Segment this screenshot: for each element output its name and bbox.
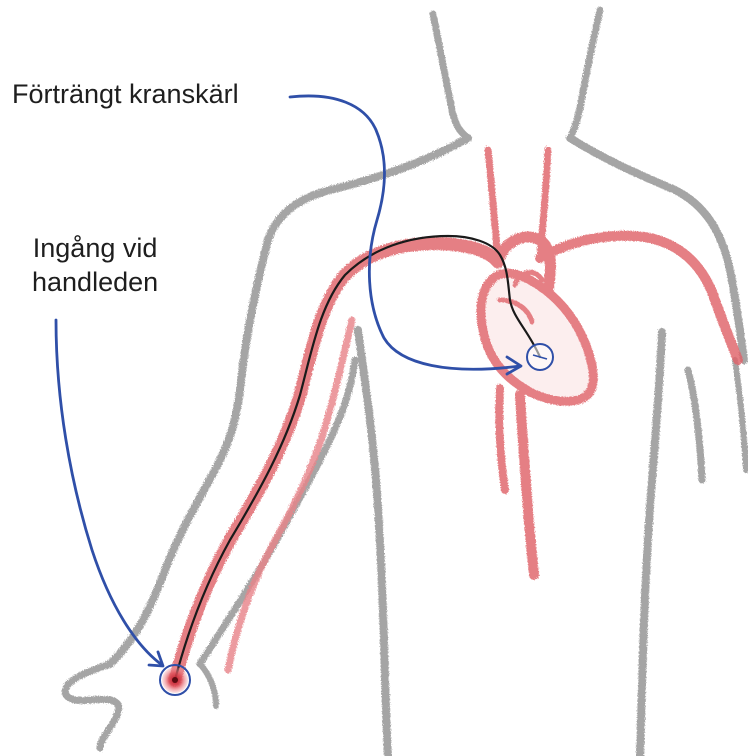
right-arm-line: [688, 370, 702, 480]
right-shoulder-line: [570, 138, 744, 360]
stenosis-marker: [527, 344, 553, 370]
heart: [481, 273, 593, 401]
vena-cava: [499, 388, 505, 490]
hand-line: [65, 664, 119, 748]
entry-point-dot: [172, 677, 178, 683]
hand-line-2: [200, 664, 216, 706]
entry-point-marker: [160, 665, 190, 695]
left-carotid: [488, 150, 498, 260]
callout-arrows: [56, 96, 521, 666]
body-outline: [65, 10, 746, 756]
neck-right-line: [570, 10, 600, 138]
wrist-entry-label-line-2: handleden: [32, 266, 158, 300]
right-arm-line-2: [735, 360, 746, 470]
right-torso-line: [640, 332, 662, 756]
left-torso-line: [358, 330, 388, 756]
stenosis-label: Förträngt kranskärl: [12, 78, 239, 110]
neck-left-line: [433, 14, 468, 138]
wrist-entry-label-line-1: Ingång vid: [32, 232, 158, 266]
wrist-entry-label: Ingång vid handleden: [32, 232, 158, 300]
ulnar-artery: [228, 320, 352, 670]
left-shoulder-line: [268, 138, 468, 240]
descending-aorta: [520, 395, 534, 575]
